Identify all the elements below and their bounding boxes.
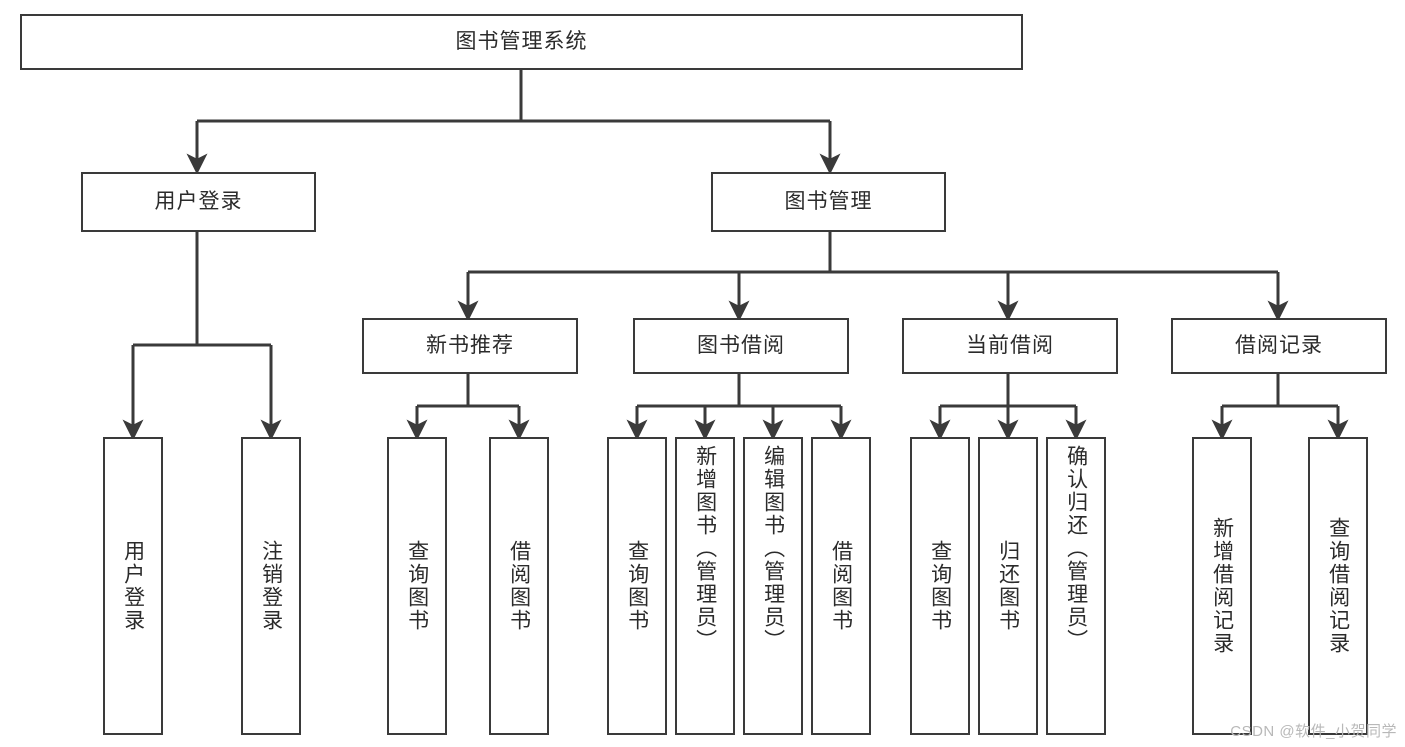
node-label: 查询图书: [928, 540, 952, 632]
leaf-newbook-borrow-book[interactable]: 借阅图书: [489, 437, 549, 735]
node-label: 新增图书（管理员）: [693, 445, 717, 652]
node-label: 编辑图书（管理员）: [761, 445, 785, 652]
leaf-borrow-edit-book-admin[interactable]: 编辑图书（管理员）: [743, 437, 803, 735]
node-book-management[interactable]: 图书管理: [711, 172, 946, 232]
node-label: 借阅图书: [829, 540, 853, 632]
leaf-record-query-record[interactable]: 查询借阅记录: [1308, 437, 1368, 735]
node-current-borrowing[interactable]: 当前借阅: [902, 318, 1118, 374]
node-label: 归还图书: [996, 540, 1020, 632]
leaf-borrow-lend-book[interactable]: 借阅图书: [811, 437, 871, 735]
leaf-current-return-book[interactable]: 归还图书: [978, 437, 1038, 735]
csdn-watermark: CSDN @软件_小贺同学: [1230, 723, 1397, 740]
leaf-newbook-query-book[interactable]: 查询图书: [387, 437, 447, 735]
node-root-system[interactable]: 图书管理系统: [20, 14, 1023, 70]
leaf-current-confirm-return-admin[interactable]: 确认归还（管理员）: [1046, 437, 1106, 735]
node-label: 用户登录: [154, 190, 243, 214]
node-label: 新书推荐: [426, 334, 514, 358]
node-label: 查询借阅记录: [1326, 517, 1350, 655]
node-label: 查询图书: [625, 540, 649, 632]
leaf-borrow-add-book-admin[interactable]: 新增图书（管理员）: [675, 437, 735, 735]
leaf-current-query-book[interactable]: 查询图书: [910, 437, 970, 735]
node-label: 新增借阅记录: [1210, 517, 1234, 655]
leaf-user-login[interactable]: 用户登录: [103, 437, 163, 735]
node-label: 图书管理系统: [455, 30, 588, 54]
leaf-record-add-record[interactable]: 新增借阅记录: [1192, 437, 1252, 735]
node-label: 图书借阅: [697, 334, 785, 358]
leaf-user-logout[interactable]: 注销登录: [241, 437, 301, 735]
node-label: 借阅图书: [507, 540, 531, 632]
leaf-borrow-query-book[interactable]: 查询图书: [607, 437, 667, 735]
node-label: 确认归还（管理员）: [1064, 445, 1088, 652]
node-label: 注销登录: [259, 540, 283, 632]
node-new-book-recommend[interactable]: 新书推荐: [362, 318, 578, 374]
node-label: 当前借阅: [966, 334, 1054, 358]
node-user-login[interactable]: 用户登录: [81, 172, 316, 232]
node-book-borrowing[interactable]: 图书借阅: [633, 318, 849, 374]
node-label: 图书管理: [784, 190, 873, 214]
node-borrow-record[interactable]: 借阅记录: [1171, 318, 1387, 374]
node-label: 查询图书: [405, 540, 429, 632]
node-label: 用户登录: [121, 540, 145, 632]
node-label: 借阅记录: [1235, 334, 1323, 358]
